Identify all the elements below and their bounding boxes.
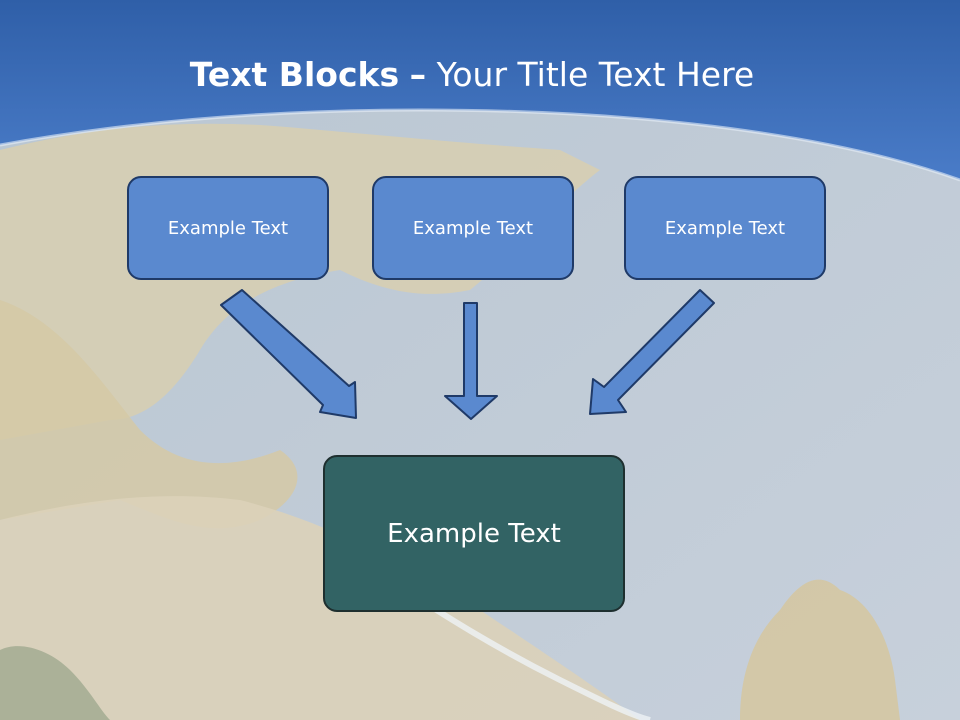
text-block-2-label: Example Text [412, 217, 534, 239]
text-block-3[interactable]: Example Text [624, 176, 826, 280]
text-block-1[interactable]: Example Text [127, 176, 329, 280]
arrow-down-right [220, 289, 357, 419]
text-block-result[interactable]: Example Text [323, 455, 625, 612]
title-bold: Text Blocks [189, 55, 400, 94]
text-block-3-label: Example Text [664, 217, 786, 239]
arrow-down-left [589, 289, 715, 415]
slide-title: Text Blocks – Your Title Text Here [0, 52, 944, 98]
text-block-2[interactable]: Example Text [372, 176, 574, 280]
arrow-down [444, 302, 498, 420]
text-block-1-label: Example Text [167, 217, 289, 239]
text-block-result-label: Example Text [387, 518, 561, 549]
title-dash: – [409, 55, 427, 94]
title-rest: Your Title Text Here [436, 55, 755, 94]
